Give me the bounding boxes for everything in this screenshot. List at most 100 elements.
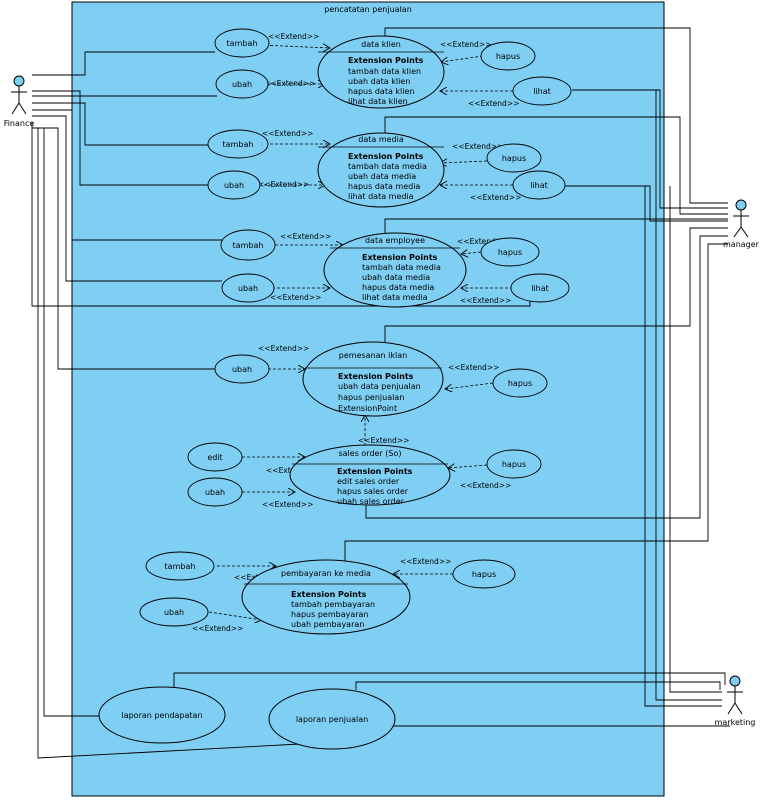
ext-point: ubah data penjualan [338, 382, 421, 391]
ext-point: hapus data media [362, 283, 434, 292]
label-hapus: hapus [508, 379, 532, 388]
label-hapus: hapus [496, 52, 520, 61]
usecase-hapus-sales-order[interactable] [486, 449, 542, 479]
ext-point: edit sales order [337, 477, 400, 486]
ext-points-heading: Extension Points [338, 372, 414, 381]
label-hapus: hapus [502, 460, 526, 469]
usecase-ubah-sales-order[interactable] [187, 477, 243, 507]
usecase-hapus-media[interactable] [486, 143, 542, 173]
usecase-laporan-pendapatan[interactable]: laporan pendapatan [98, 686, 226, 744]
actor-manager-label: manager [723, 240, 760, 249]
label-ubah: ubah [238, 284, 258, 293]
usecase-lihat-employee[interactable] [510, 273, 570, 303]
ext-point: ubah sales order [337, 497, 405, 506]
extend-label: <<Extend>> [258, 344, 309, 353]
usecase-name: data media [358, 135, 404, 144]
label-lihat: lihat [531, 284, 549, 293]
usecase-name: pembayaran ke media [281, 569, 371, 578]
usecase-pemesanan-iklan[interactable]: pemesanan iklan Extension Points ubah da… [302, 341, 444, 417]
ext-point: hapus data klien [348, 87, 414, 96]
ext-point: tambah data klien [348, 67, 421, 76]
actor-head [735, 199, 747, 211]
usecase-name: sales order (So) [338, 449, 401, 458]
usecase-name: pemesanan iklan [339, 351, 407, 360]
label-lihat: lihat [530, 181, 548, 190]
actor-marketing-label: marketing [715, 718, 756, 727]
system-title: pencatatan penjualan [324, 5, 412, 14]
ext-point: ubah data media [348, 172, 416, 181]
extend-label: <<Extend>> [468, 99, 519, 108]
usecase-hapus-employee[interactable] [480, 237, 540, 267]
extend-label: <<Extend>> [400, 557, 451, 566]
usecase-laporan-penjualan[interactable]: laporan penjualan [268, 688, 396, 750]
usecase-name: laporan pendapatan [121, 711, 202, 720]
usecase-name: laporan penjualan [296, 715, 368, 724]
ext-points-heading: Extension Points [337, 467, 413, 476]
label-tambah: tambah [227, 39, 258, 48]
ext-point: tambah data media [362, 263, 441, 272]
ext-point: ubah data klien [348, 77, 410, 86]
ext-point: lihat data klien [348, 97, 408, 106]
extend-label: <<Extend>> [192, 624, 243, 633]
label-hapus: hapus [472, 570, 496, 579]
ext-point: hapus pembayaran [291, 610, 369, 619]
label-tambah: tambah [233, 241, 264, 250]
usecase-ubah-employee[interactable] [221, 273, 275, 303]
usecase-tambah-pembayaran[interactable] [145, 551, 215, 581]
extend-label: <<Extend>> [460, 481, 511, 490]
actor-head [13, 75, 25, 87]
actor-head [729, 675, 741, 687]
ext-point: tambah pembayaran [291, 600, 375, 609]
usecase-hapus-pembayaran[interactable] [452, 559, 516, 589]
extend-label: <<Extend>> [262, 129, 313, 138]
usecase-pembayaran-ke-media[interactable]: pembayaran ke media Extension Points tam… [241, 559, 411, 635]
extend-label: <<Extend>> [264, 79, 315, 88]
usecase-ubah-media[interactable] [207, 170, 261, 200]
actor-finance-label: Finance [4, 119, 35, 128]
ext-points-heading: Extension Points [291, 590, 367, 599]
label-ubah: ubah [205, 488, 225, 497]
ext-point: hapus penjualan [338, 393, 404, 402]
actor-finance[interactable] [11, 75, 27, 115]
ext-point: tambah data media [348, 162, 427, 171]
usecase-data-klien[interactable]: data klien Extension Points tambah data … [317, 35, 445, 109]
small-usecase-labels: tambah ubah hapus lihat tambah ubah hapu… [164, 39, 551, 617]
extend-label: <<Extend>> [470, 193, 521, 202]
usecase-hapus-pemesanan[interactable] [492, 368, 548, 398]
usecase-tambah-klien[interactable] [214, 28, 270, 58]
extend-label: <<Extend>> [268, 32, 319, 41]
ext-point: hapus sales order [337, 487, 409, 496]
extend-label: <<Extend>> [258, 180, 309, 189]
usecase-name: data employee [365, 236, 425, 245]
usecase-ubah-pembayaran[interactable] [139, 597, 209, 627]
ext-point: hapus data media [348, 182, 420, 191]
extend-label: <<Extend>> [270, 293, 321, 302]
usecase-data-media[interactable]: data media Extension Points tambah data … [317, 132, 445, 208]
actor-manager[interactable] [733, 199, 749, 238]
usecase-hapus-klien[interactable] [480, 41, 536, 71]
label-ubah: ubah [232, 80, 252, 89]
label-lihat: lihat [533, 87, 551, 96]
usecase-tambah-employee[interactable] [220, 229, 276, 261]
usecase-lihat-media[interactable] [512, 170, 566, 200]
usecase-ubah-pemesanan[interactable] [214, 354, 270, 384]
ext-point: lihat data media [348, 192, 414, 201]
usecase-ubah-klien[interactable] [215, 69, 269, 99]
label-tambah: tambah [223, 140, 254, 149]
extend-label: <<Extend>> [280, 232, 331, 241]
ext-points-heading: Extension Points [348, 56, 424, 65]
actor-marketing[interactable] [727, 675, 743, 715]
usecase-name: data klien [361, 40, 401, 49]
extend-arrows [208, 45, 513, 620]
usecase-edit-sales-order[interactable] [187, 442, 243, 472]
usecase-lihat-klien[interactable] [512, 76, 572, 106]
usecase-tambah-media[interactable] [207, 129, 269, 159]
label-hapus: hapus [498, 248, 522, 257]
ext-points-heading: Extension Points [362, 253, 438, 262]
extend-label: <<Extend>> [452, 142, 503, 151]
label-ubah: ubah [164, 608, 184, 617]
usecase-data-employee[interactable]: data employee Extension Points tambah da… [323, 232, 467, 308]
label-ubah: ubah [224, 181, 244, 190]
usecase-sales-order[interactable]: sales order (So) Extension Points edit s… [289, 444, 451, 506]
